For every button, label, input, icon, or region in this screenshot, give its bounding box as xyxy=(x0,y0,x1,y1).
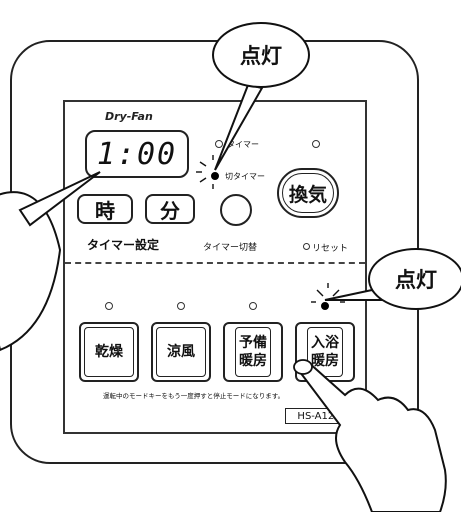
model-label: HS-A12E xyxy=(285,408,353,424)
bath-heat-led xyxy=(321,302,329,310)
timer-toggle-label: タイマー切替 xyxy=(203,243,258,253)
ventilation-button[interactable]: 換気 xyxy=(277,168,339,218)
preheat-mode-button[interactable]: 予備暖房 xyxy=(223,322,283,382)
control-panel: Dry-Fan 1:00 タイマー 切タイマー 時 分 換気 タイマー設定 タイ… xyxy=(63,100,367,434)
mode-section: 乾燥 涼風 予備暖房 入浴暖房 運転中のモードキーをもう一度押すと停止モードにな… xyxy=(65,262,365,432)
hour-button[interactable]: 時 xyxy=(77,194,133,224)
timer-led-label: タイマー xyxy=(227,140,259,149)
bath-heat-mode-label: 入浴暖房 xyxy=(307,327,343,377)
reset-dot-icon xyxy=(303,243,310,250)
timer-setting-label: タイマー設定 xyxy=(87,238,160,252)
timer-toggle-button[interactable] xyxy=(220,194,252,226)
timer-led xyxy=(215,140,223,148)
timer-section: Dry-Fan 1:00 タイマー 切タイマー 時 分 換気 タイマー設定 タイ… xyxy=(65,102,365,262)
reset-label: リセット xyxy=(312,244,349,254)
bath-heat-mode-button[interactable]: 入浴暖房 xyxy=(295,322,355,382)
preheat-led xyxy=(249,302,257,310)
ventilation-button-label: 換気 xyxy=(282,173,334,213)
time-display: 1:00 xyxy=(85,130,189,178)
preheat-mode-label: 予備暖房 xyxy=(235,327,271,377)
off-timer-led-label: 切タイマー xyxy=(225,172,265,181)
brand-logo: Dry-Fan xyxy=(105,110,153,123)
cool-breeze-mode-button[interactable]: 涼風 xyxy=(151,322,211,382)
dry-led xyxy=(105,302,113,310)
off-timer-led xyxy=(211,172,219,180)
cool-breeze-led xyxy=(177,302,185,310)
top-lit-callout: 点灯 xyxy=(212,22,310,88)
dry-mode-label: 乾燥 xyxy=(84,327,134,377)
cool-breeze-mode-label: 涼風 xyxy=(156,327,206,377)
minute-button[interactable]: 分 xyxy=(145,194,195,224)
ventilation-led xyxy=(312,140,320,148)
mode-note: 運転中のモードキーをもう一度押すと停止モードになります。 xyxy=(103,392,285,400)
dry-mode-button[interactable]: 乾燥 xyxy=(79,322,139,382)
right-lit-callout: 点灯 xyxy=(368,248,461,310)
